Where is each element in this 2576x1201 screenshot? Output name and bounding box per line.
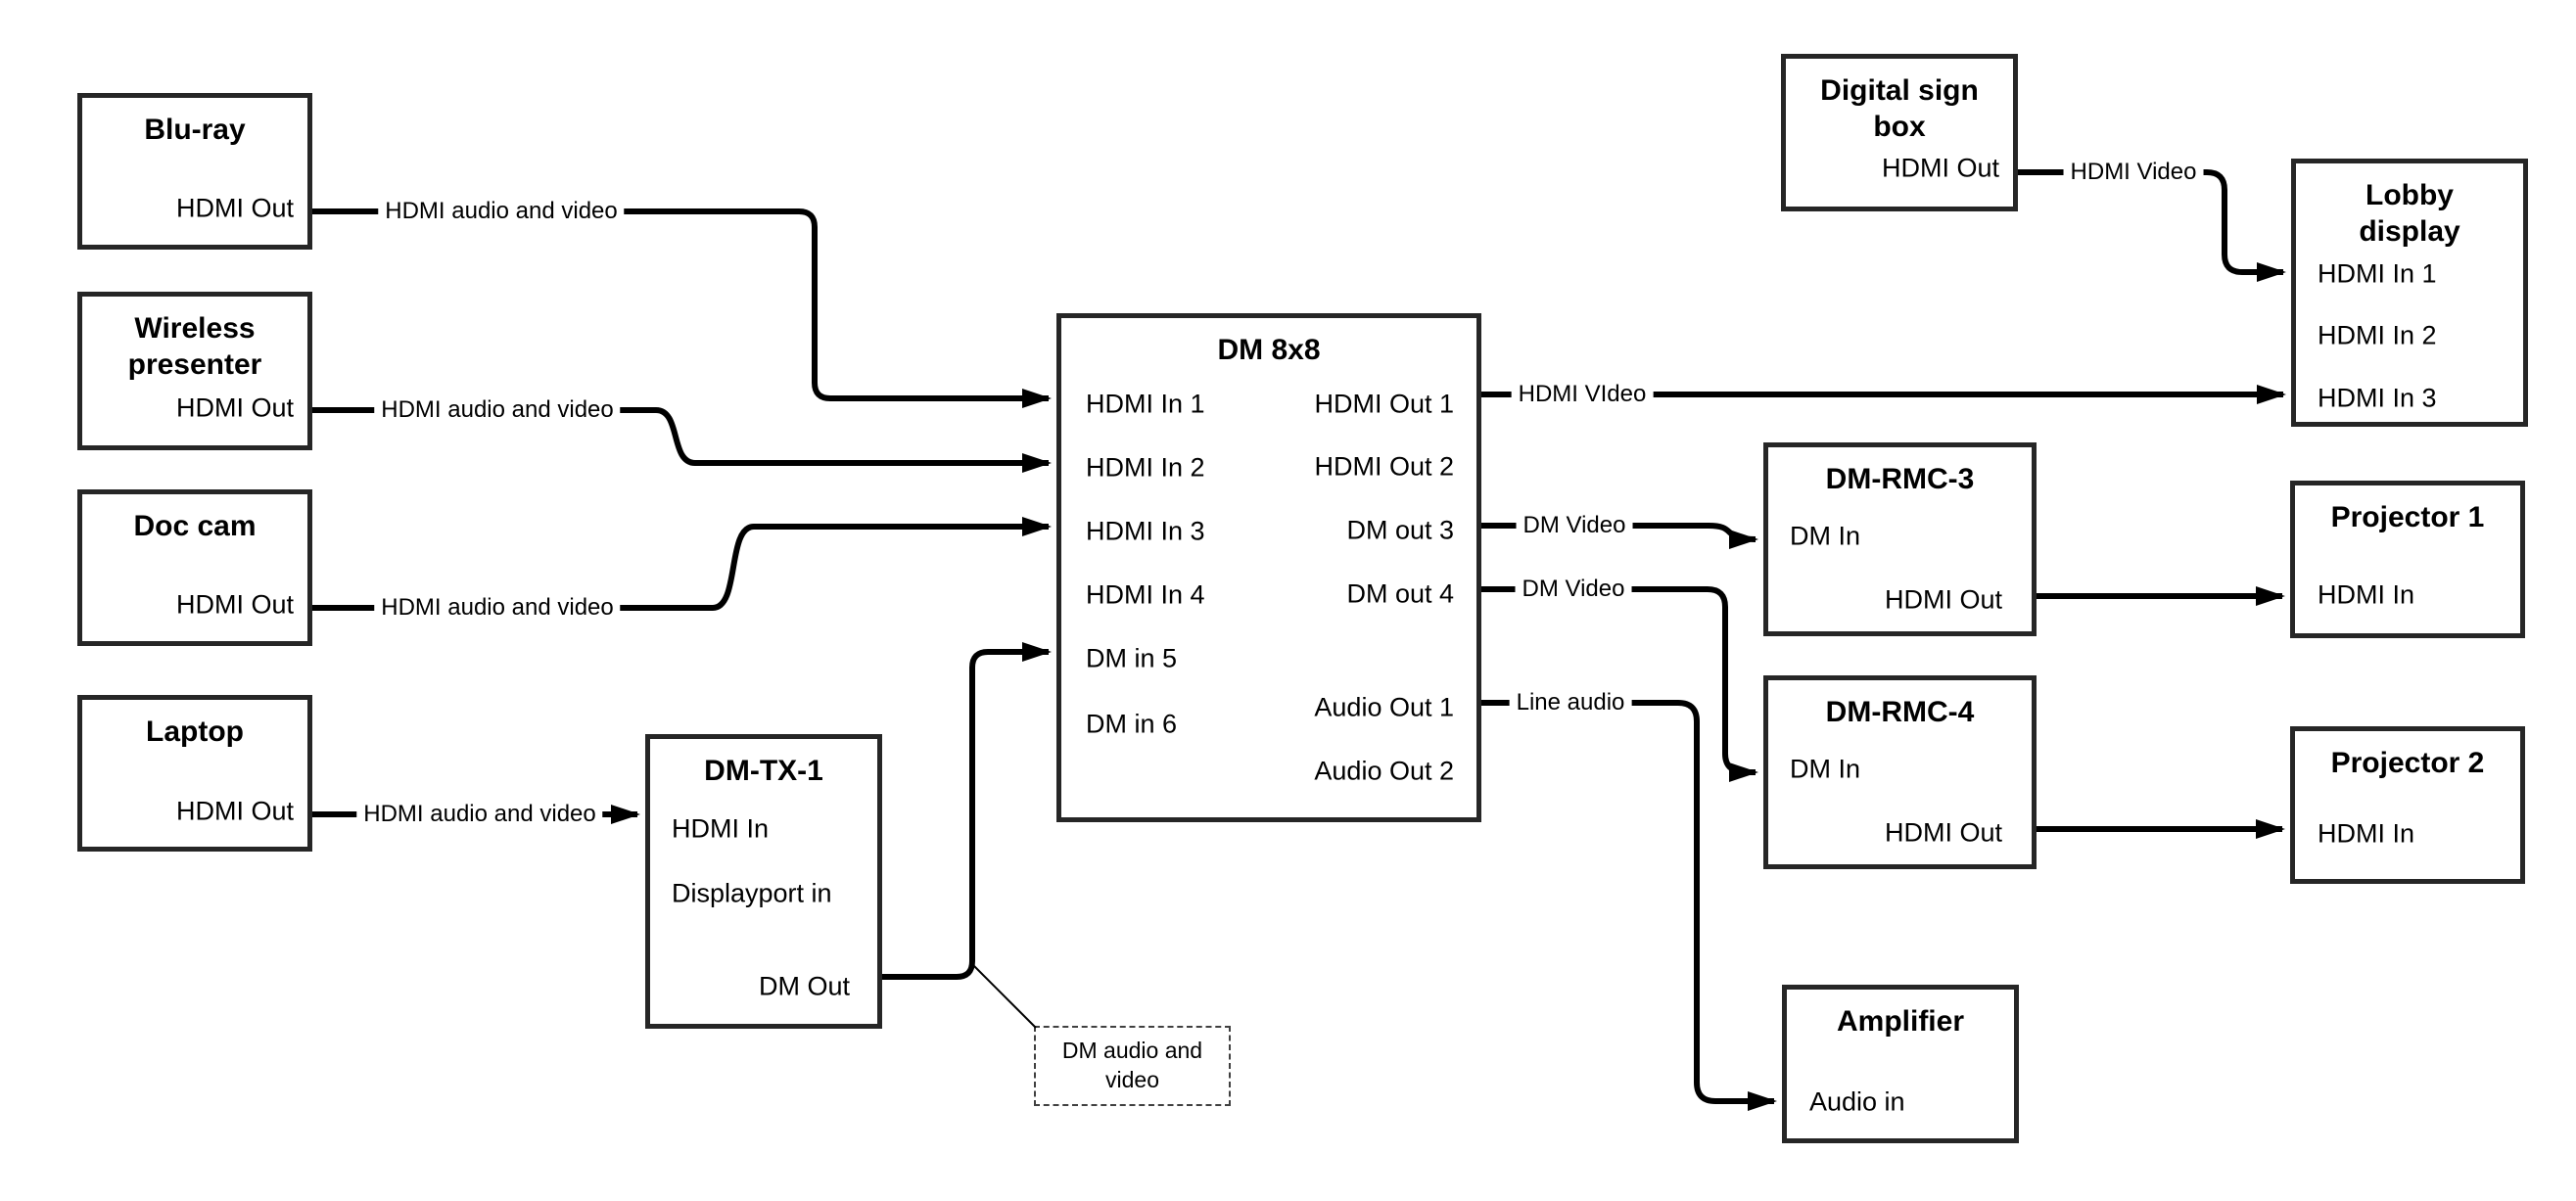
node-title: Wireless presenter — [127, 312, 262, 381]
callout-dm-audio-and-video: DM audio and video — [1034, 1026, 1231, 1106]
node-title: Amplifier — [1836, 1005, 1965, 1038]
port-hdmi-in-3: HDMI In 3 — [2318, 383, 2437, 413]
node-projector-2: Projector 2 HDMI In — [2290, 726, 2525, 884]
wire-label-hdmi-video: HDMI VIdeo — [1511, 381, 1654, 408]
port-hdmi-in: HDMI In — [2318, 818, 2415, 849]
port-hdmi-in-2: HDMI In 2 — [2318, 320, 2437, 350]
port-displayport-in: Displayport in — [672, 878, 832, 908]
wire-digital-sign-to-lobby-hdmi-in-1 — [2018, 169, 2286, 282]
node-bluray: Blu-ray HDMI Out — [77, 93, 312, 250]
port-hdmi-out: HDMI Out — [1884, 817, 2002, 848]
port-dm-out-4: DM out 4 — [1346, 578, 1454, 609]
wire-dmtx1-to-dm8x8-dm-in-5 — [882, 642, 1052, 980]
port-hdmi-out: HDMI Out — [175, 393, 294, 423]
port-dm-in-5: DM in 5 — [1086, 643, 1178, 673]
node-title: DM-TX-1 — [704, 755, 823, 787]
node-title: Lobby display — [2359, 179, 2460, 248]
port-hdmi-out-1: HDMI Out 1 — [1314, 389, 1454, 419]
port-hdmi-out: HDMI Out — [175, 589, 294, 620]
port-audio-out-1: Audio Out 1 — [1314, 692, 1454, 722]
wire-dm8x8-dm-out-4-to-dmrmc4-dm-in — [1481, 586, 1758, 782]
wire-label-hdmi-audio-and-video: HDMI audio and video — [374, 396, 621, 424]
node-dm-rmc-4: DM-RMC-4 DM In HDMI Out — [1763, 675, 2037, 869]
wire-label-hdmi-audio-and-video: HDMI audio and video — [374, 594, 621, 622]
node-dm-8x8: DM 8x8 HDMI In 1 HDMI In 2 HDMI In 3 HDM… — [1056, 313, 1481, 822]
node-title: Projector 1 — [2330, 501, 2485, 533]
node-wireless-presenter: Wireless presenter HDMI Out — [77, 292, 312, 450]
wire-label-hdmi-audio-and-video: HDMI audio and video — [356, 801, 603, 828]
port-hdmi-in-3: HDMI In 3 — [1086, 516, 1205, 546]
node-title: DM-RMC-4 — [1825, 696, 1975, 728]
port-audio-in: Audio in — [1809, 1086, 1905, 1117]
port-hdmi-out: HDMI Out — [175, 796, 294, 826]
callout-leader-line — [973, 965, 1037, 1029]
port-dm-in: DM In — [1790, 754, 1861, 784]
node-dm-rmc-3: DM-RMC-3 DM In HDMI Out — [1763, 442, 2037, 636]
port-hdmi-in-4: HDMI In 4 — [1086, 579, 1205, 610]
port-hdmi-in-1: HDMI In 1 — [2318, 258, 2437, 289]
wire-label-hdmi-video: HDMI Video — [2063, 159, 2204, 186]
port-dm-in-6: DM in 6 — [1086, 709, 1178, 739]
callout-text: DM audio and video — [1061, 1038, 1203, 1092]
node-projector-1: Projector 1 HDMI In — [2290, 481, 2525, 638]
port-audio-out-2: Audio Out 2 — [1314, 756, 1454, 786]
wire-label-line-audio: Line audio — [1509, 689, 1632, 716]
port-hdmi-in-1: HDMI In 1 — [1086, 389, 1205, 419]
port-hdmi-out-2: HDMI Out 2 — [1314, 451, 1454, 482]
node-lobby-display: Lobby display HDMI In 1 HDMI In 2 HDMI I… — [2291, 159, 2528, 427]
wire-bluray-to-dm8x8-hdmi-in-1 — [312, 208, 1052, 408]
port-dm-out: DM Out — [758, 971, 850, 1001]
node-laptop: Laptop HDMI Out — [77, 695, 312, 852]
wire-label-dm-video: DM Video — [1515, 576, 1632, 603]
port-dm-in: DM In — [1790, 521, 1861, 551]
node-title: DM-RMC-3 — [1825, 463, 1975, 495]
node-title: Laptop — [146, 716, 244, 748]
port-hdmi-in-2: HDMI In 2 — [1086, 452, 1205, 483]
node-title: Digital sign box — [1820, 74, 1979, 143]
node-dm-tx-1: DM-TX-1 HDMI In Displayport in DM Out — [645, 734, 882, 1029]
node-title: DM 8x8 — [1217, 334, 1321, 366]
wire-dm8x8-audio-out-1-to-amplifier-audio-in — [1481, 700, 1777, 1111]
node-title: Doc cam — [133, 510, 257, 542]
node-title: Projector 2 — [2330, 747, 2485, 779]
node-doc-cam: Doc cam HDMI Out — [77, 489, 312, 646]
wire-label-hdmi-audio-and-video: HDMI audio and video — [378, 198, 625, 225]
port-hdmi-out: HDMI Out — [175, 193, 294, 223]
node-digital-sign-box: Digital sign box HDMI Out — [1781, 54, 2018, 211]
port-hdmi-in: HDMI In — [2318, 579, 2415, 610]
wire-label-dm-video: DM Video — [1516, 512, 1633, 539]
port-hdmi-in: HDMI In — [672, 813, 770, 844]
port-dm-out-3: DM out 3 — [1346, 515, 1454, 545]
node-title: Blu-ray — [144, 114, 246, 146]
port-hdmi-out: HDMI Out — [1881, 153, 1999, 183]
port-hdmi-out: HDMI Out — [1884, 584, 2002, 615]
node-amplifier: Amplifier Audio in — [1782, 985, 2019, 1143]
